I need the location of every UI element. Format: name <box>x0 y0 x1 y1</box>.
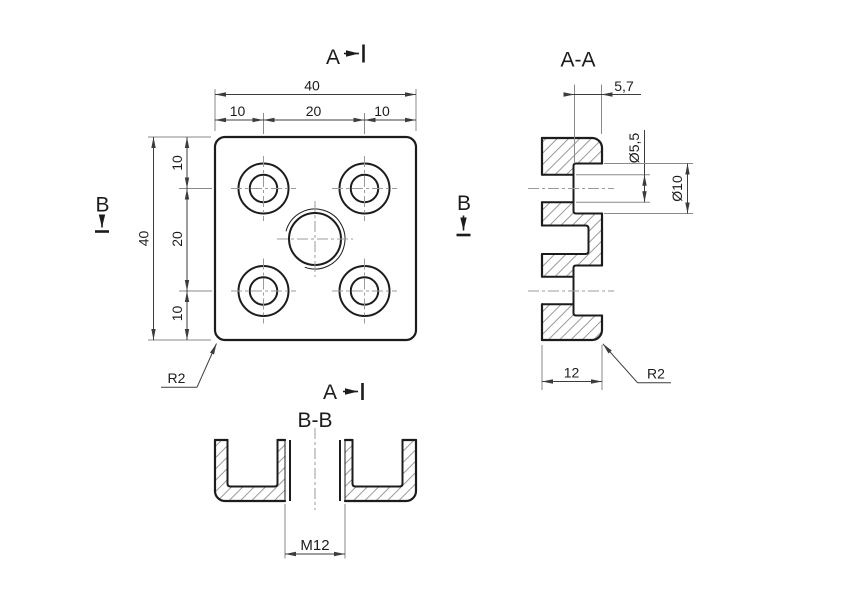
bb-pocket-left-profile <box>226 440 279 488</box>
cutting-plane-markers: A A B B <box>95 44 471 404</box>
dim-height-chain-top: 10 <box>169 155 185 171</box>
aa-r2-label: R2 <box>647 365 665 381</box>
dim-width-chain-mid: 20 <box>306 103 322 119</box>
counterbored-holes <box>237 162 391 317</box>
section-bb-view: B-B <box>213 409 418 559</box>
dim-width-chain-left: 10 <box>230 103 246 119</box>
dim-height-chain-bottom: 10 <box>169 306 185 322</box>
marker-b-right-label: B <box>457 192 471 215</box>
dim-aa-thickness: 12 <box>541 345 603 390</box>
aa-corner-radius-callout: R2 <box>602 343 671 384</box>
front-view: 40 10 20 10 40 10 20 10 R2 <box>136 78 418 388</box>
section-bb-outline <box>213 438 418 503</box>
section-marker-b-left: B <box>95 194 110 233</box>
section-aa-view: A-A <box>528 49 693 390</box>
section-bb-features <box>226 440 404 501</box>
dim-aa-counterbore-depth: 5,7 <box>563 78 641 164</box>
dim-width-total-label: 40 <box>304 78 320 94</box>
dim-dia55-label: Ø5,5 <box>626 133 642 164</box>
marker-a-top-label: A <box>326 46 340 69</box>
bb-pocket-right-profile <box>351 440 404 488</box>
dim-aa-counterbore-diameter: Ø10 <box>604 163 693 214</box>
section-aa-outline <box>540 136 604 342</box>
thread-arc <box>285 208 346 270</box>
section-aa-centerlines <box>528 188 614 292</box>
dim-front-height: 40 10 20 10 <box>136 136 212 341</box>
front-centerlines <box>231 156 397 324</box>
dim-dia10-label: Ø10 <box>669 175 685 202</box>
dim-height-chain-mid: 20 <box>169 231 185 247</box>
section-aa-title: A-A <box>560 49 595 72</box>
dim-57-label: 5,7 <box>614 78 634 94</box>
dim-m12-label: M12 <box>300 537 329 554</box>
front-r2-label: R2 <box>168 370 186 386</box>
front-corner-radius-callout: R2 <box>161 343 217 388</box>
back-pocket-profile <box>542 224 590 255</box>
section-bb-title: B-B <box>297 409 332 432</box>
front-plate-outline <box>213 135 418 342</box>
marker-a-bottom-label: A <box>323 381 337 404</box>
section-marker-a-bottom: A <box>323 381 364 404</box>
center-threaded-hole <box>285 208 346 270</box>
dim-front-width: 40 10 20 10 <box>214 78 417 134</box>
section-marker-a-top: A <box>326 44 365 69</box>
marker-b-left-label: B <box>95 194 109 217</box>
dim-12-label: 12 <box>564 365 580 381</box>
dim-bb-thread: M12 <box>284 504 346 559</box>
dim-aa-hole-diameter: Ø5,5 <box>576 130 650 203</box>
dim-height-total-label: 40 <box>136 231 152 247</box>
section-marker-b-right: B <box>456 192 471 237</box>
dim-width-chain-right: 10 <box>374 103 390 119</box>
